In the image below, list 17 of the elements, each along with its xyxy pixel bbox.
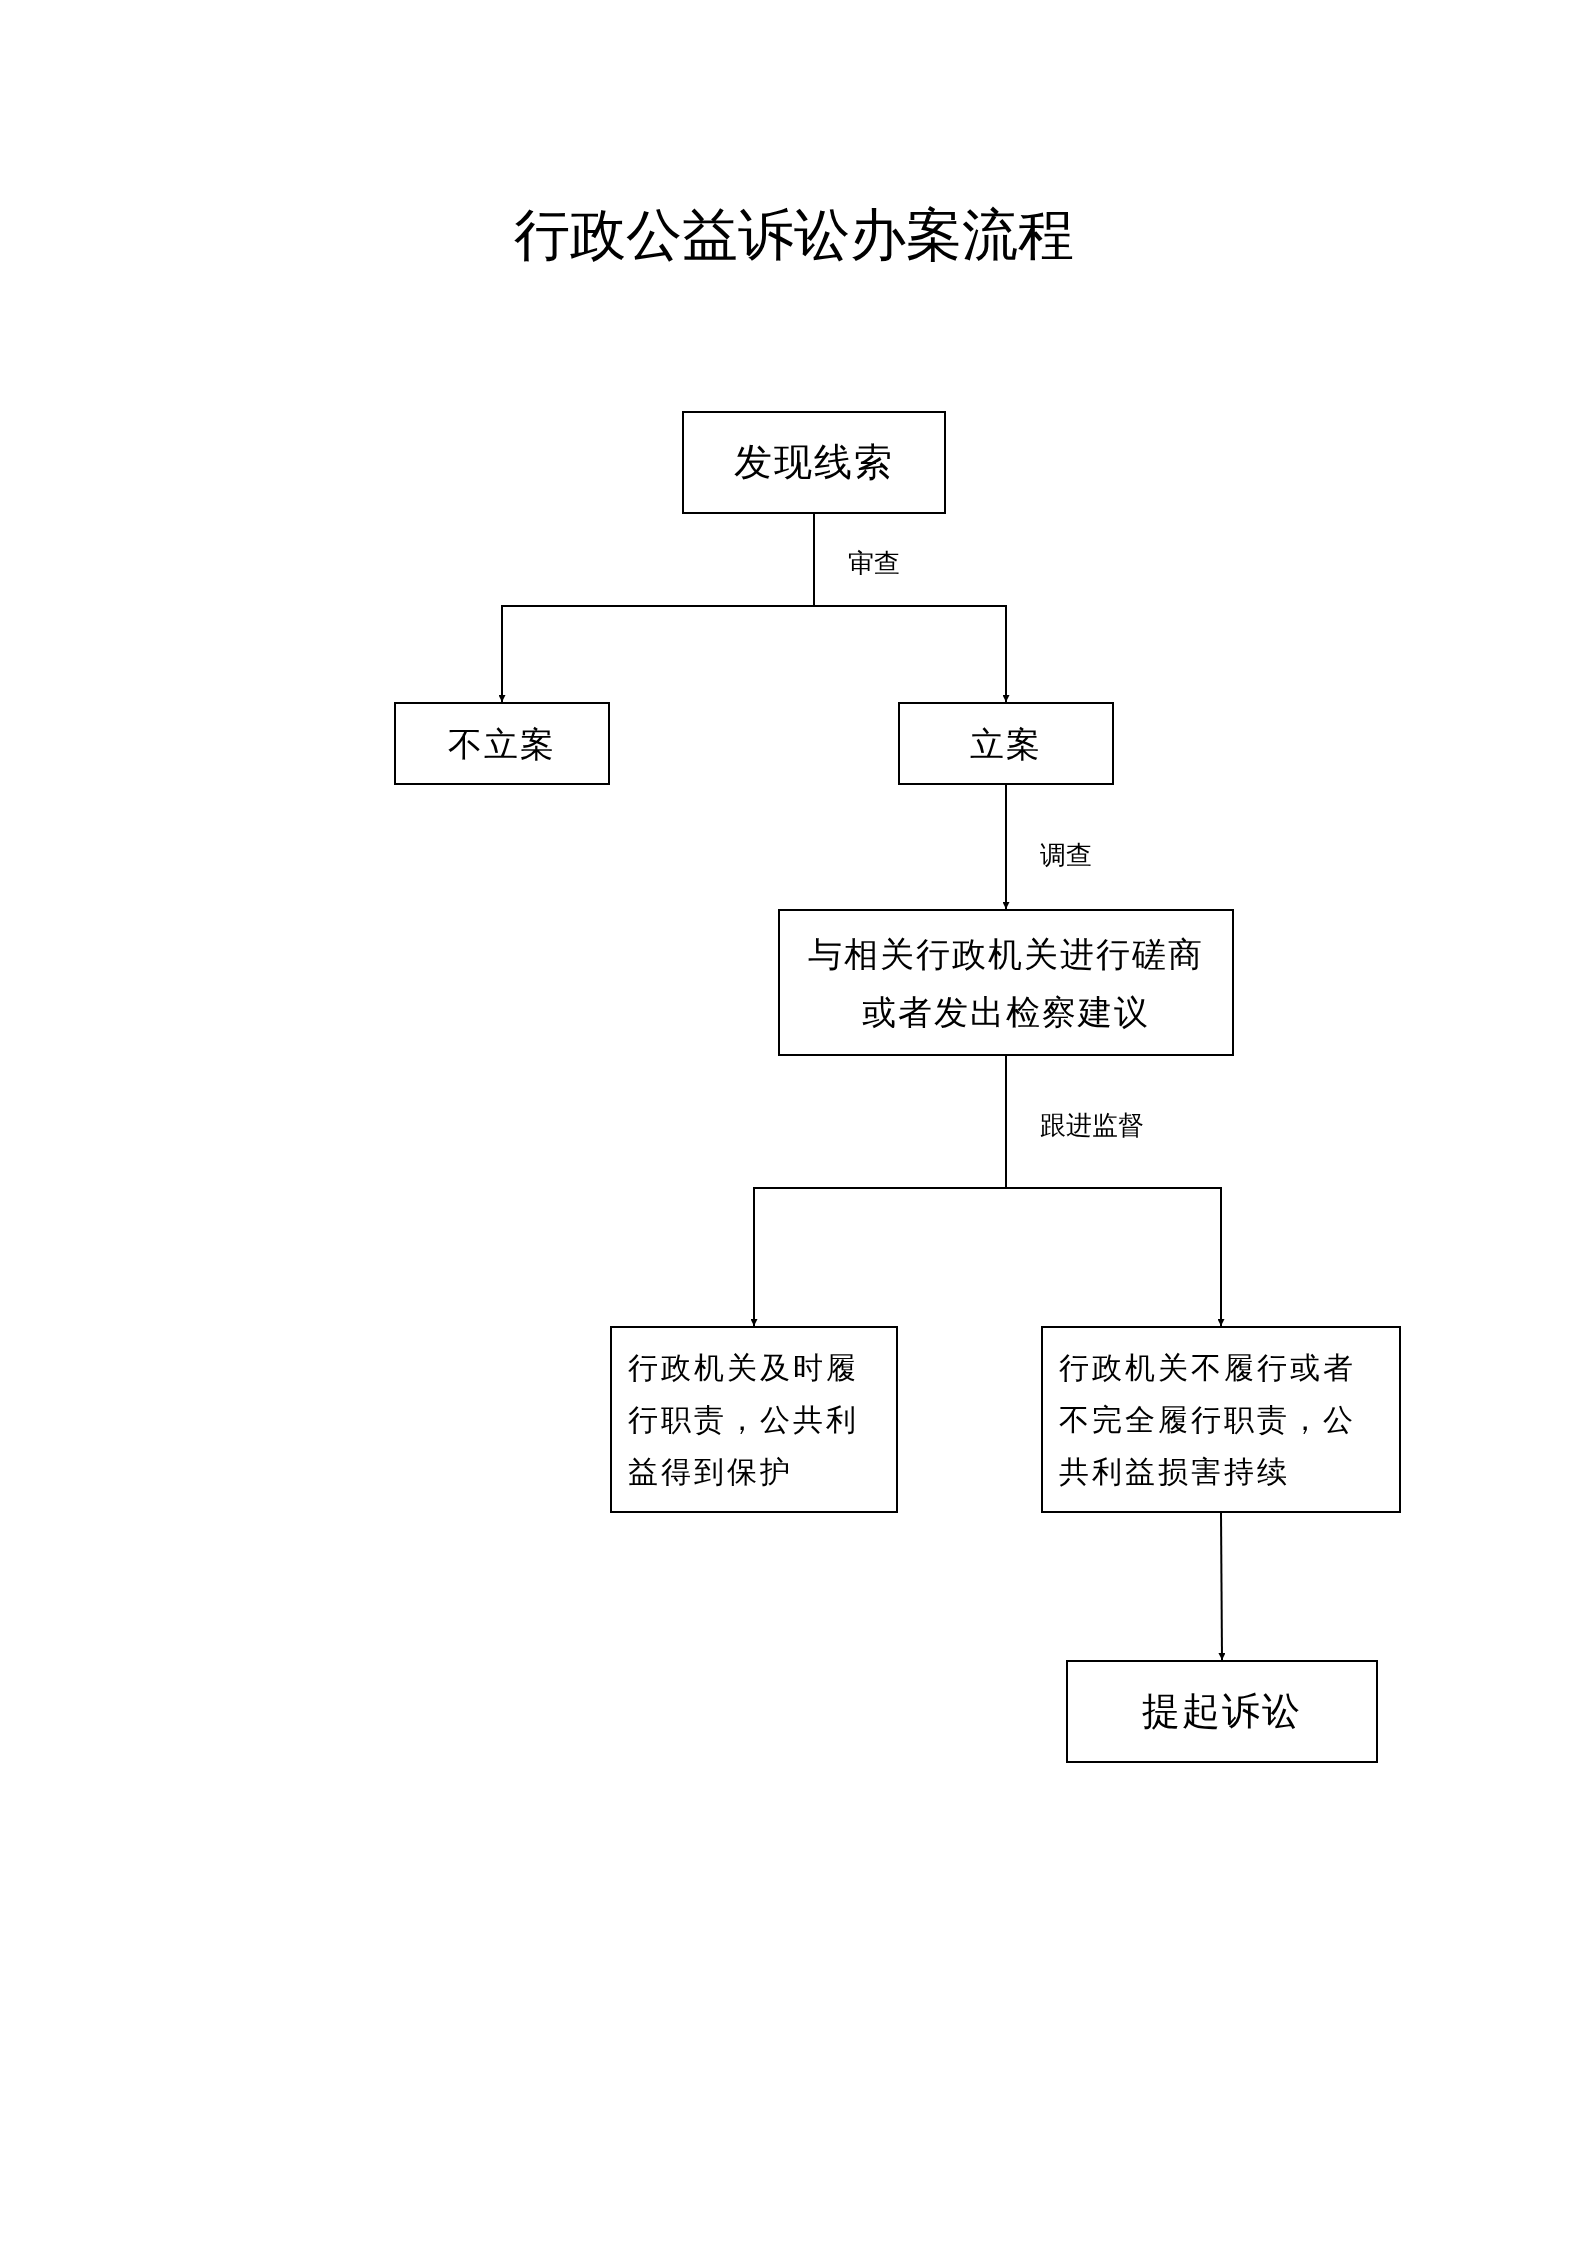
box-text: 提起诉讼 xyxy=(1142,1688,1302,1735)
process-box xyxy=(1066,1660,1378,1763)
process-box xyxy=(898,702,1114,785)
process-box xyxy=(778,909,1234,1056)
arrow xyxy=(1218,1512,1226,1661)
process-box xyxy=(394,702,610,785)
box-text: 行政机关不履行或者不完全履行职责，公共利益损害持续 xyxy=(1059,1348,1357,1491)
box-text: 立案 xyxy=(970,722,1042,766)
arrow xyxy=(1002,784,1010,910)
box-text: 行政机关及时履行职责，公共利益得到保护 xyxy=(628,1348,860,1491)
process-box xyxy=(1041,1326,1401,1513)
box-text: 与相关行政机关进行磋商或者发出检察建议 xyxy=(807,932,1205,1034)
process-box xyxy=(682,411,946,514)
box-text: 不立案 xyxy=(448,722,556,766)
box-text: 发现线索 xyxy=(734,439,894,486)
process-box xyxy=(610,1326,898,1513)
title: 行政公益诉讼办案流程 xyxy=(512,201,1075,269)
